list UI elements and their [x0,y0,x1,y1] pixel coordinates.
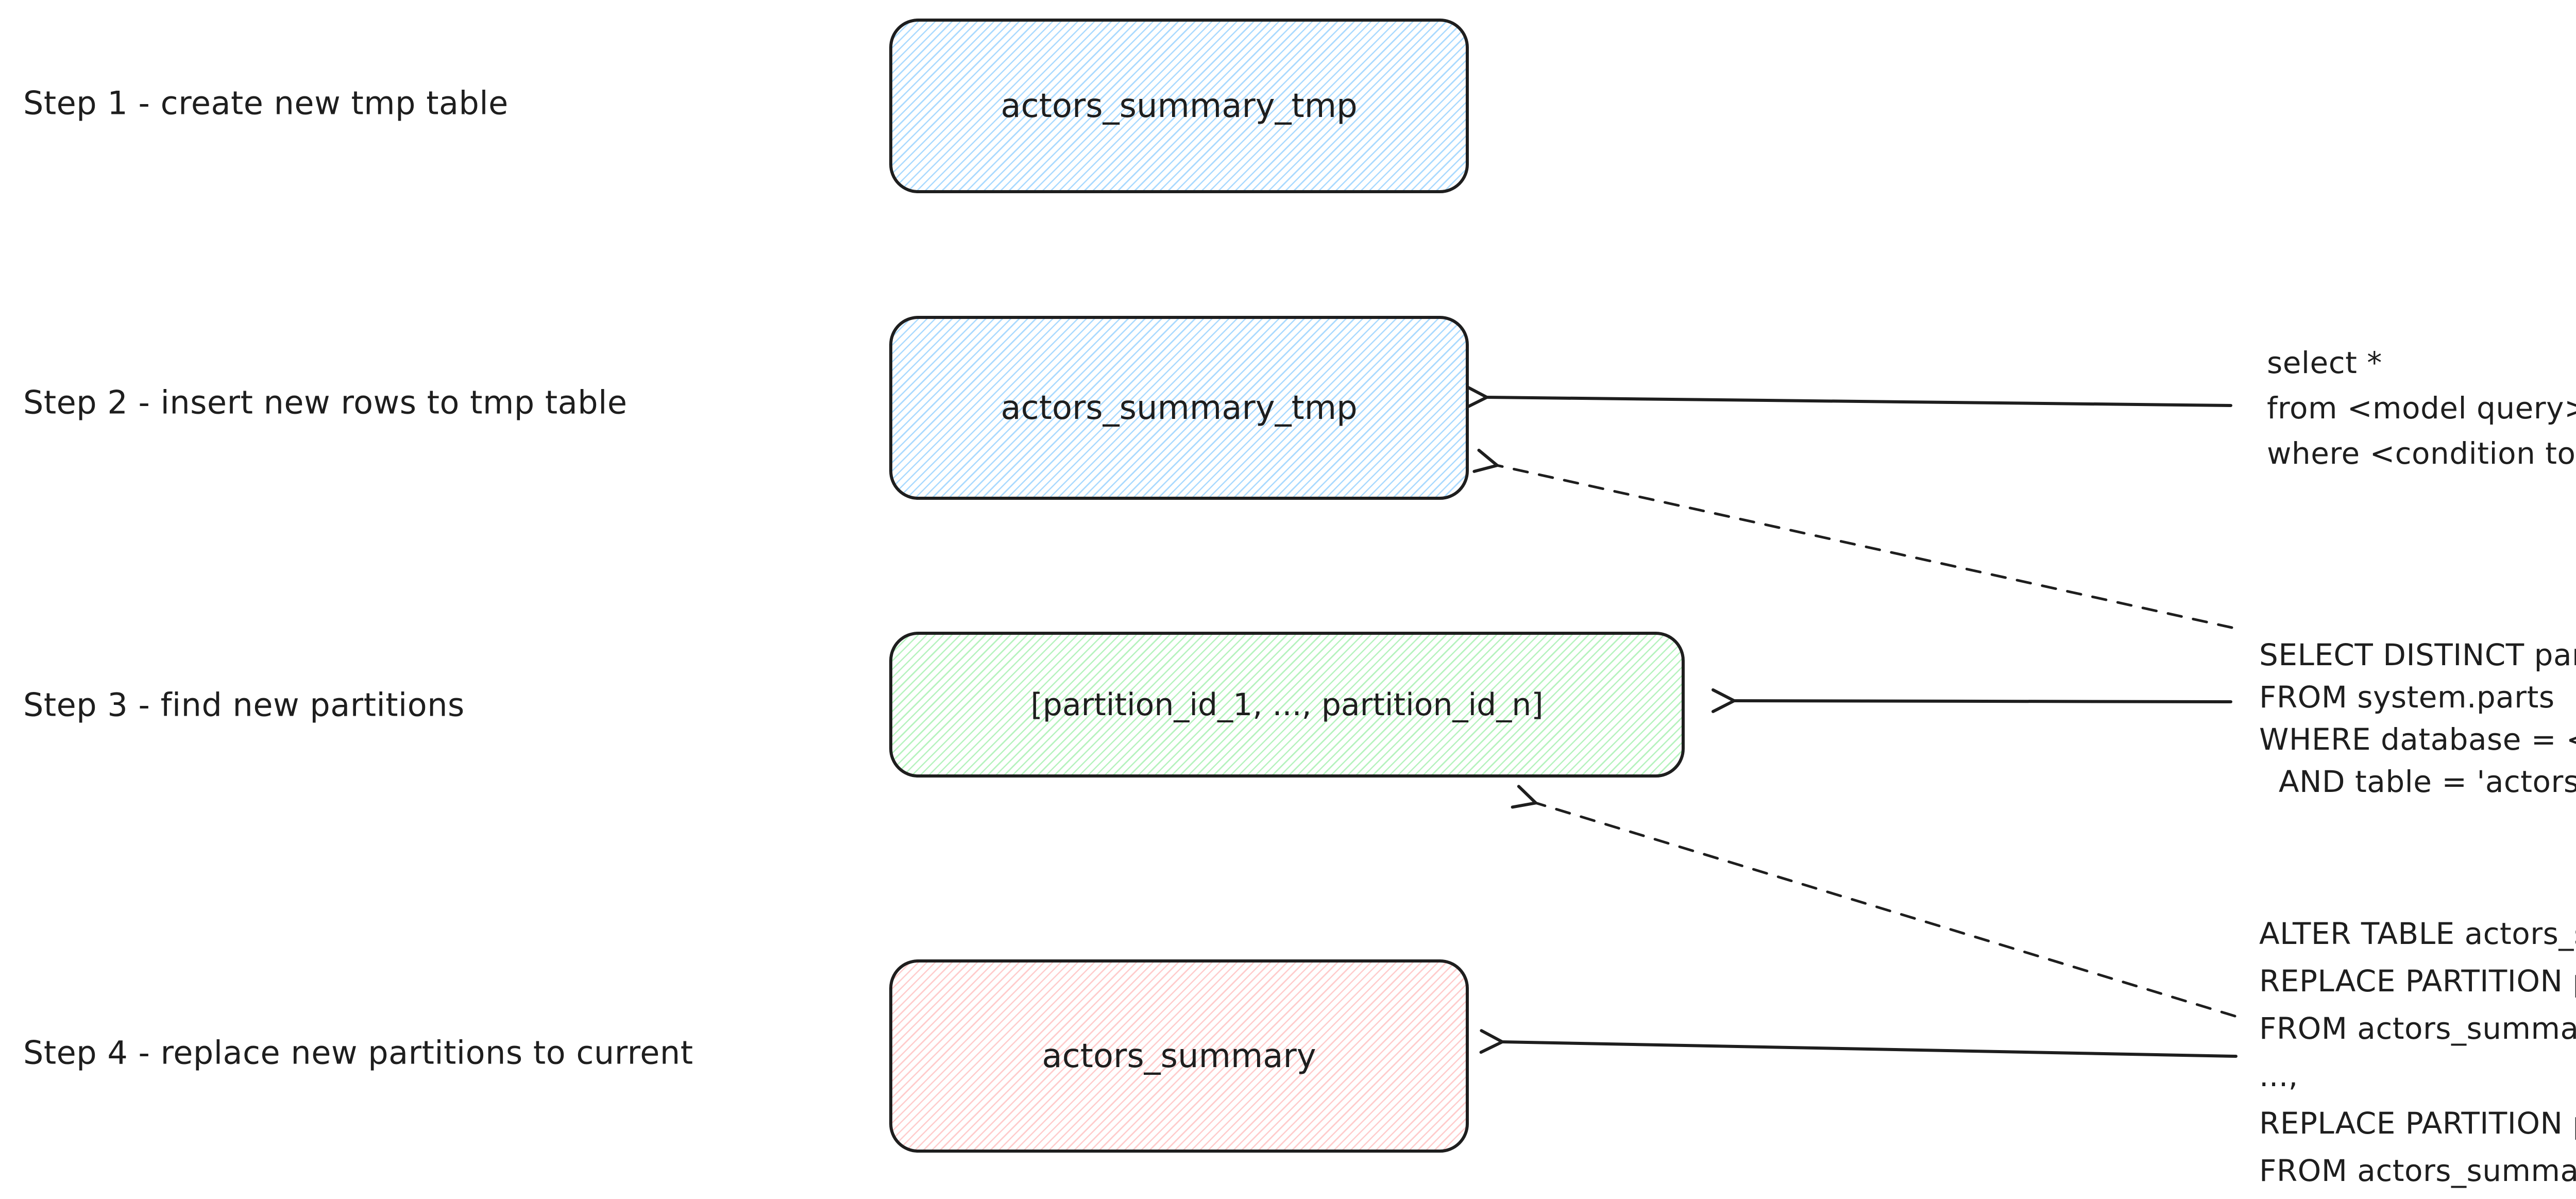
node-current-table: actors_summary [889,959,1469,1153]
code-line: REPLACE PARTITION partition_id_n [2259,1106,2576,1141]
code-line: from <model query> [2267,391,2576,426]
arrow-insert-query-to-tmp-table [1464,384,2232,410]
dashed-arrow-replace-partitions-to-partitions-list [1511,785,2236,1018]
step-4-label: Step 4 - replace new partitions to curre… [23,1034,693,1072]
node-partitions-list: [partition_id_1, ..., partition_id_n] [889,632,1685,778]
node-tmp-table-step2: actors_summary_tmp [889,316,1469,500]
code-line: ALTER TABLE actors_summary [2259,916,2576,951]
dashed-arrow-find-partitions-to-tmp-table [1472,448,2233,629]
arrow-find-partitions-to-partitions-list [1711,688,2232,713]
code-line: FROM actors_summary_tmp, [2259,1153,2576,1188]
node-tmp-table-step1-label: actors_summary_tmp [1001,87,1358,125]
insert-query-text: select * from <model query> where <condi… [2267,340,2576,476]
code-line: REPLACE PARTITION partition_id_1 [2259,964,2576,999]
node-current-table-label: actors_summary [1042,1037,1316,1075]
code-line: select * [2267,345,2382,380]
step-3-label: Step 3 - find new partitions [23,686,465,724]
code-line: ..., [2259,1058,2298,1093]
node-partitions-list-label: [partition_id_1, ..., partition_id_n] [1030,686,1544,723]
code-line: WHERE database = <database> [2259,722,2576,757]
code-line: FROM system.parts [2259,680,2555,715]
code-line: SELECT DISTINCT partition_id [2259,637,2576,672]
find-partitions-query-text: SELECT DISTINCT partition_id FROM system… [2259,634,2576,803]
node-tmp-table-step2-label: actors_summary_tmp [1001,389,1358,427]
step-1-label: Step 1 - create new tmp table [23,84,509,122]
arrow-replace-partitions-to-current-table [1479,1029,2238,1058]
code-line: where <condition to identify new> [2267,436,2576,471]
replace-partitions-query-text: ALTER TABLE actors_summary REPLACE PARTI… [2259,910,2576,1194]
code-line: AND table = 'actors_summary_tmp' [2278,764,2576,799]
step-2-label: Step 2 - insert new rows to tmp table [23,383,628,421]
code-line: FROM actors_summary_tmp, [2259,1011,2576,1046]
node-tmp-table-step1: actors_summary_tmp [889,19,1469,193]
